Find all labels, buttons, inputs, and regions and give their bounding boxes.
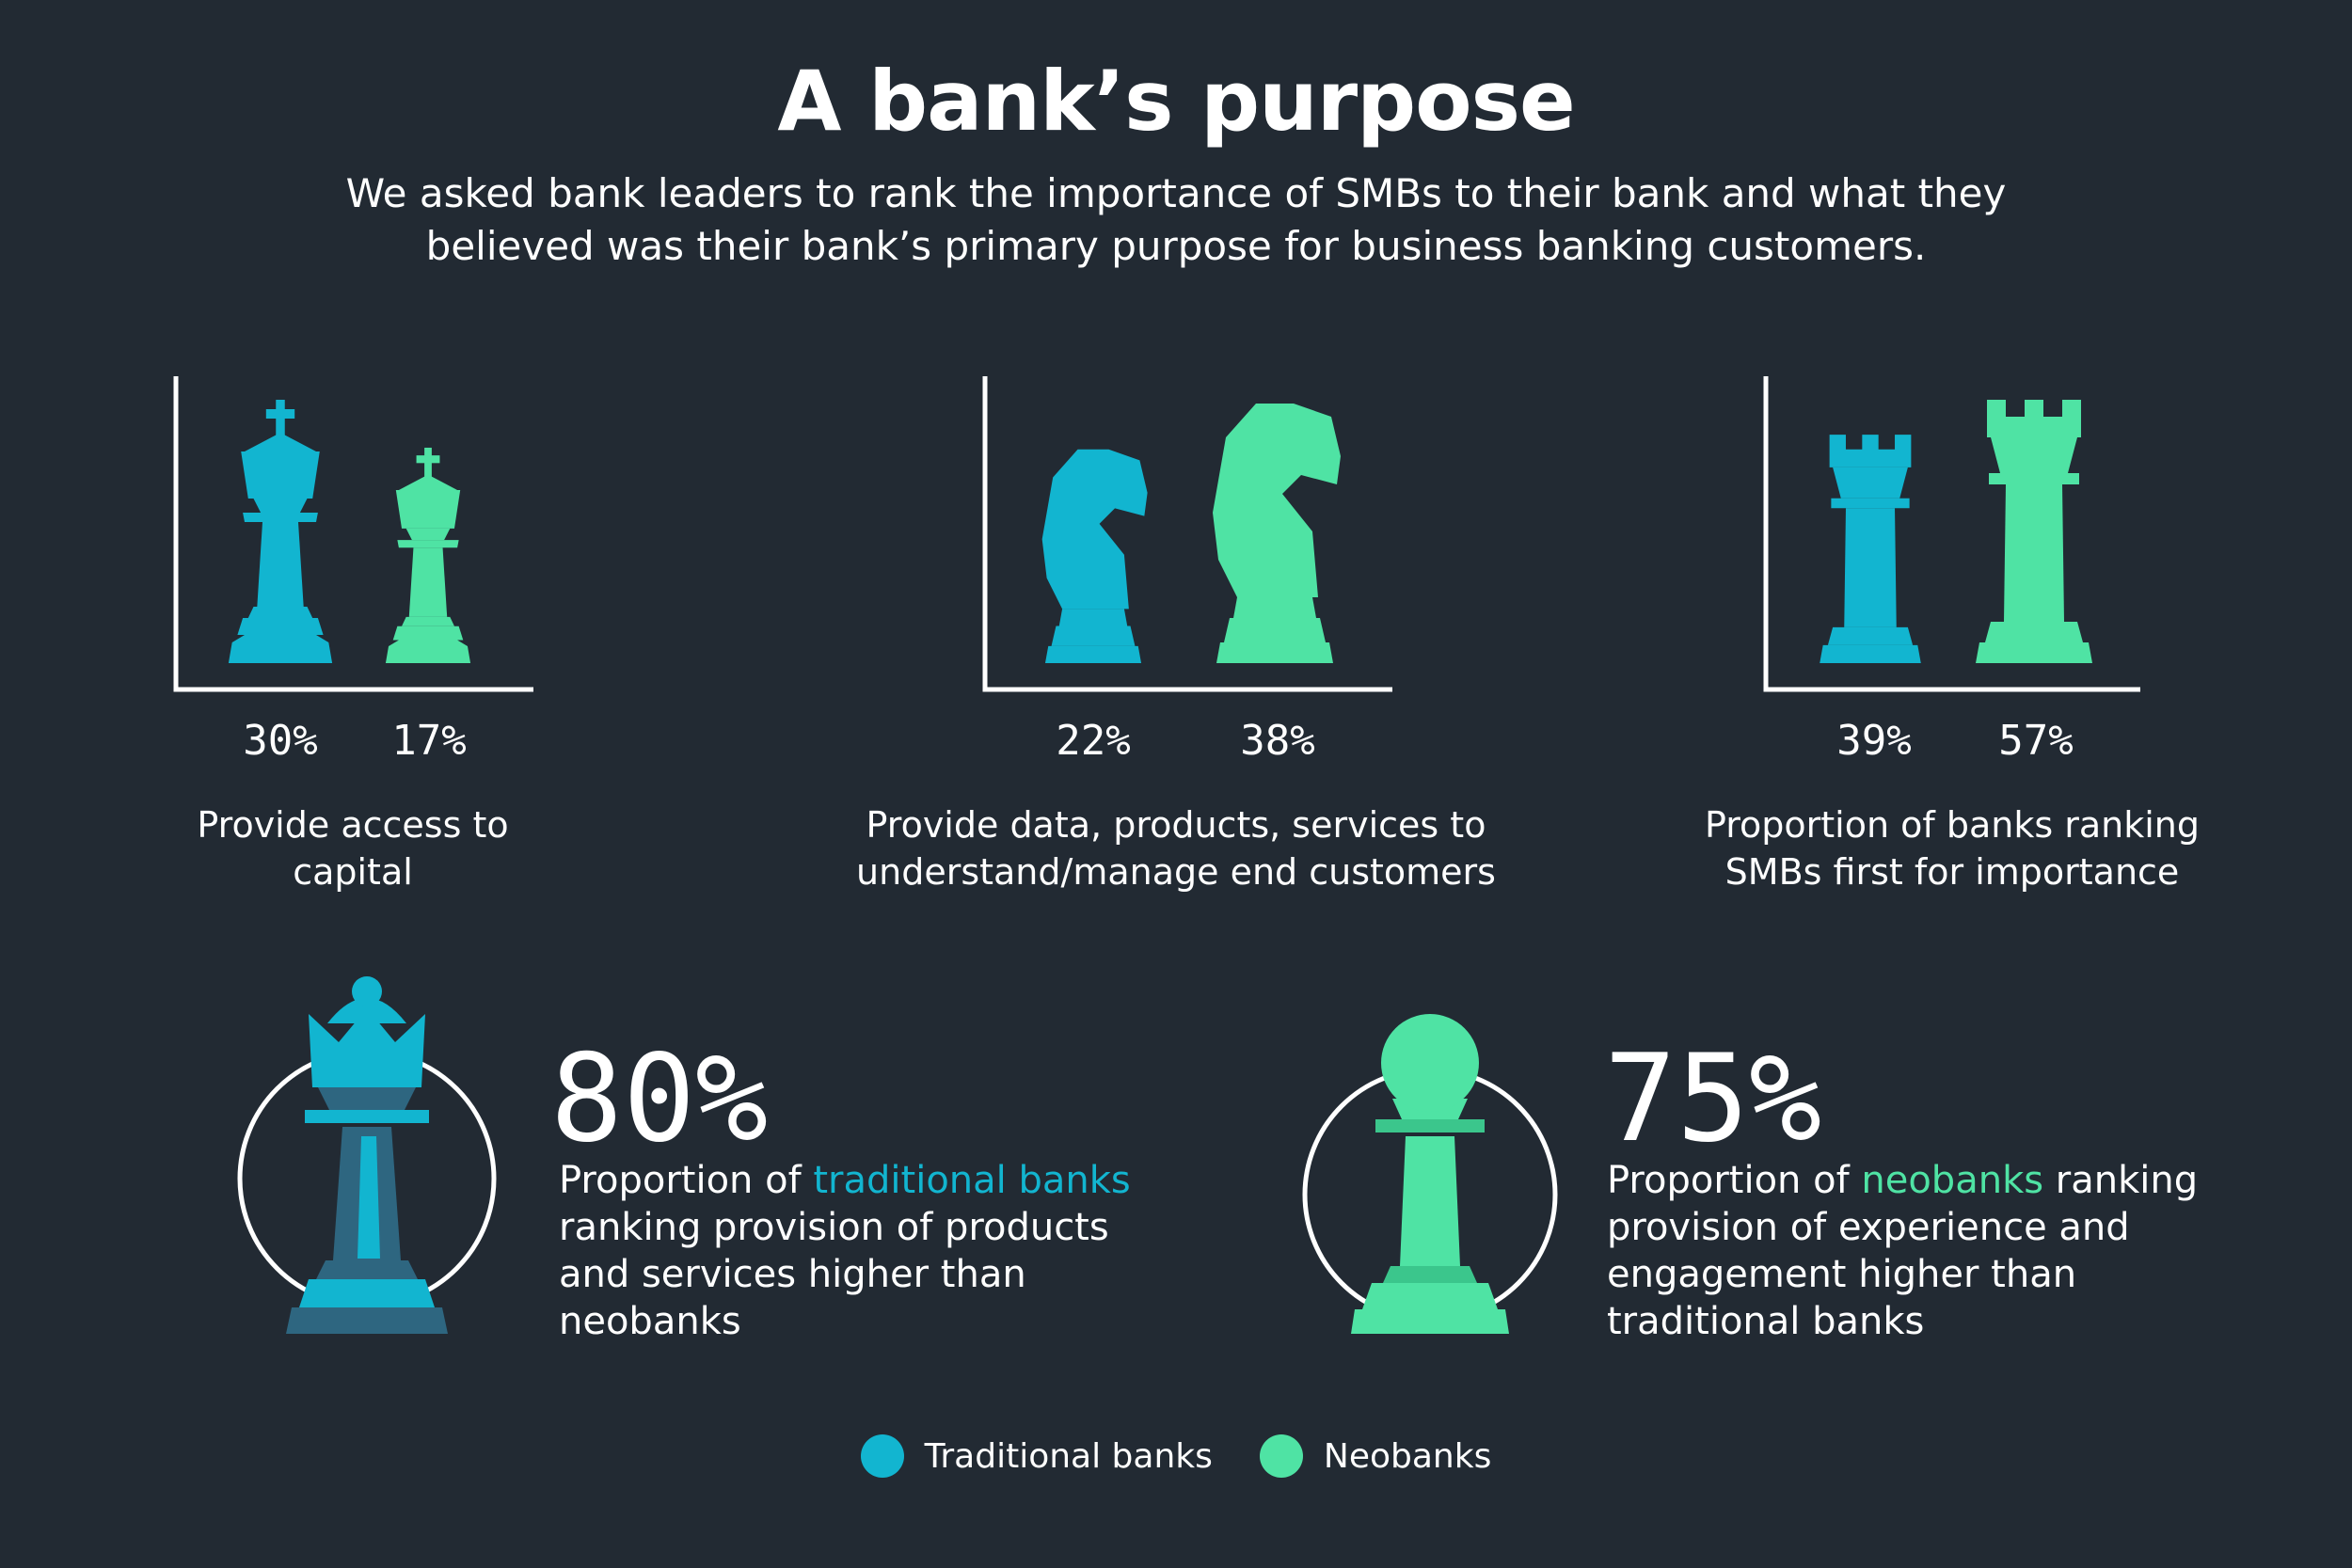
legend-swatch-traditional: [860, 1434, 904, 1478]
stat-text-neobank-after: ranking provision of experience and enga…: [1607, 1159, 2199, 1343]
legend-label-neobank: Neobanks: [1323, 1436, 1492, 1476]
traditional-knight-icon: [1041, 449, 1148, 663]
page-subtitle: We asked bank leaders to rank the import…: [345, 170, 2007, 269]
legend-swatch-neobank: [1259, 1434, 1303, 1478]
neobank-knight-icon: [1213, 404, 1341, 663]
chart1-caption: Provide access to capital: [197, 804, 509, 893]
chart2-caption: Provide data, products, services to unde…: [856, 804, 1496, 893]
axis-3: [1763, 376, 2140, 692]
stat-text-neobank: Proportion of neobanks ranking provision…: [1607, 1157, 2228, 1345]
chart3-caption: Proportion of banks ranking SMBs first f…: [1705, 804, 2200, 893]
legend: Traditional banks Neobanks: [0, 1434, 2352, 1478]
stat-highlight-traditional: traditional banks: [813, 1159, 1131, 1202]
axis-2: [982, 376, 1392, 692]
neobank-rook-icon: [1976, 400, 2092, 663]
legend-label-traditional: Traditional banks: [924, 1436, 1213, 1476]
chart2-label-neobank: 38%: [1240, 717, 1315, 765]
stat-value-neobank: 75%: [1604, 1029, 1822, 1169]
legend-item-traditional: Traditional banks: [860, 1434, 1213, 1478]
stat-text-traditional-before: Proportion of: [559, 1159, 814, 1202]
stat-text-traditional: Proportion of traditional banks ranking …: [559, 1157, 1161, 1345]
traditional-king-icon: [228, 400, 333, 663]
chart3-label-traditional: 39%: [1836, 717, 1912, 765]
stat-text-neobank-before: Proportion of: [1607, 1159, 1862, 1202]
neobank-king-icon: [385, 447, 471, 663]
pawn-icon: [1351, 1014, 1509, 1334]
stat-highlight-neobank: neobanks: [1861, 1159, 2044, 1202]
page-title: A bank’s purpose: [777, 53, 1575, 150]
stat-value-traditional: 80%: [550, 1029, 769, 1169]
chart1-label-traditional: 30%: [243, 717, 318, 765]
chart3-label-neobank: 57%: [1998, 717, 2074, 765]
traditional-rook-icon: [1820, 435, 1921, 663]
chart2-label-traditional: 22%: [1056, 717, 1131, 765]
chart1-label-neobank: 17%: [391, 717, 467, 765]
queen-icon: [286, 976, 448, 1334]
stat-text-traditional-after: ranking provision of products and servic…: [559, 1206, 1109, 1343]
axis-1: [173, 376, 533, 692]
legend-item-neobank: Neobanks: [1259, 1434, 1492, 1478]
